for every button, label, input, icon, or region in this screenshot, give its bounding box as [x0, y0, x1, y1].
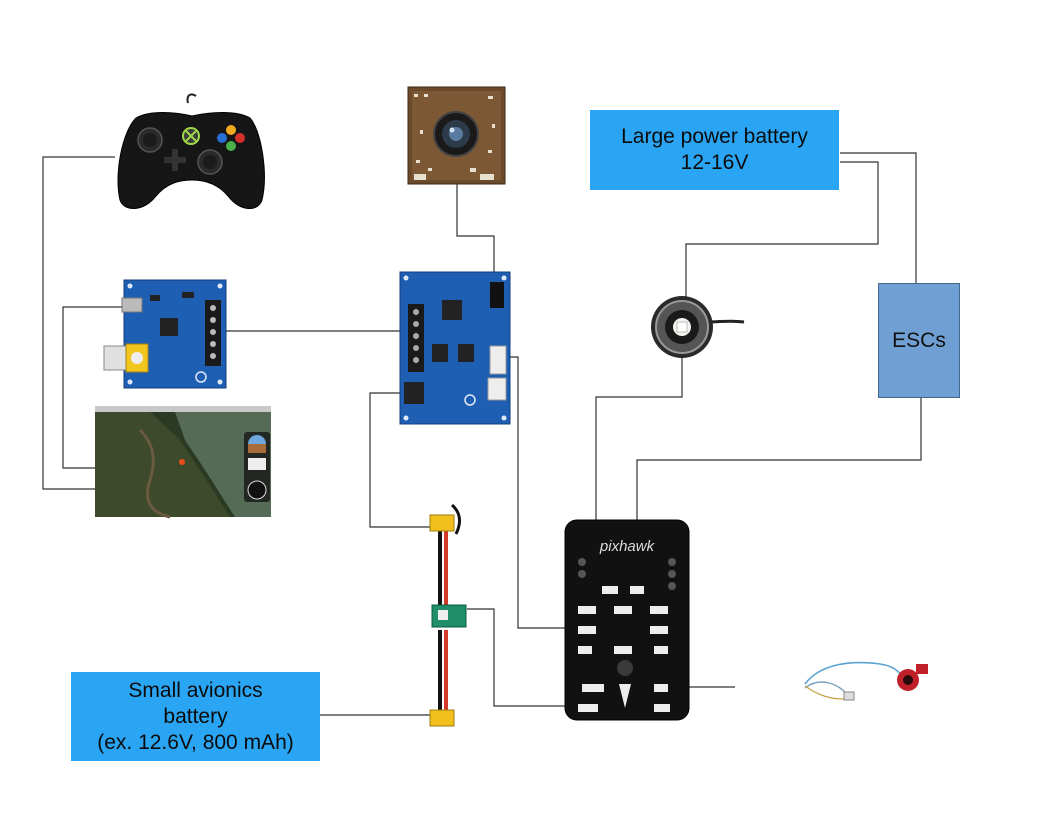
esc-box: ESCs	[878, 283, 960, 398]
wire-mainboard-to-connector	[369, 392, 432, 528]
ground-station-screen-icon	[95, 406, 271, 519]
wire-battery-to-esc	[840, 152, 917, 283]
large-battery-line1: Large power battery	[621, 125, 808, 148]
wires	[42, 152, 922, 716]
wire-esc-to-pixhawk	[636, 398, 922, 521]
wire-usbboard-to-screen	[62, 306, 124, 469]
small-battery-line1: Small avionics	[128, 678, 263, 702]
large-battery-line2: 12-16V	[680, 151, 749, 174]
pixhawk-label: pixhawk	[599, 538, 656, 555]
wire-led-to-pixhawk	[595, 357, 683, 521]
wire-pm-to-pixhawk	[467, 608, 573, 707]
small-battery-line3: (ex. 12.6V, 800 mAh)	[97, 730, 294, 754]
pressure-sensor-icon	[804, 661, 928, 701]
wire-battery-to-led	[685, 161, 879, 300]
led-light-icon	[651, 296, 745, 358]
wire-mainboard-to-pixhawk	[510, 356, 573, 629]
usb-video-board-icon	[103, 279, 227, 389]
small-battery-label: Small avionics battery (ex. 12.6V, 800 m…	[71, 672, 320, 761]
wire-controller-to-screen	[42, 156, 115, 490]
camera-module-icon	[407, 86, 506, 185]
pixhawk-controller-icon: pixhawk	[564, 519, 690, 721]
large-battery-label: Large power battery 12-16V	[590, 110, 839, 190]
main-control-board-icon	[399, 271, 511, 425]
esc-label: ESCs	[892, 328, 946, 352]
wire-camera-to-mainboard	[456, 178, 495, 280]
small-battery-line2: battery	[163, 704, 228, 728]
battery-connector-icon	[429, 503, 467, 727]
game-controller-icon	[117, 93, 265, 209]
